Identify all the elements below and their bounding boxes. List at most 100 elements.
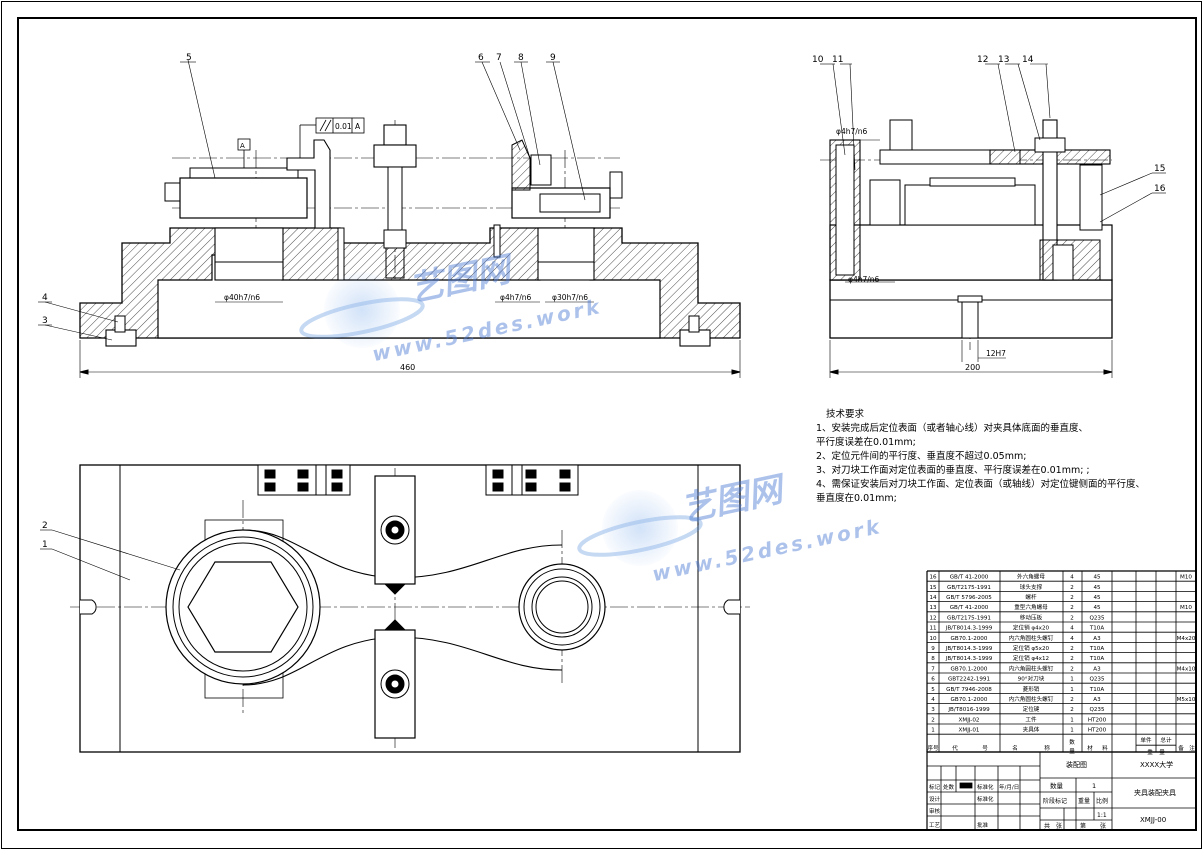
bom-header-mat-a: 材: [1087, 744, 1093, 752]
tech-line-5: 4、需保证安装后对刀块工作面、定位表面（或轴线）对定位键侧面的平行度、: [816, 479, 1146, 490]
callout-3: 3: [42, 316, 48, 326]
callout-15: 15: [1154, 164, 1165, 174]
bom-row-name: 内六角圆柱头螺钉: [1009, 664, 1054, 672]
bom-row-name: 重型六角螺母: [1014, 603, 1048, 611]
bom-row-material: 45: [1093, 595, 1101, 601]
bom-row-material: Q235: [1089, 707, 1105, 713]
overall-width-side: 200: [965, 363, 980, 372]
bom-row-name: 定位键: [1023, 705, 1040, 713]
bom-row-name: 定位销 φ4x12: [1013, 654, 1049, 662]
bom-row-qty: 1: [1070, 687, 1074, 693]
callout-9: 9: [550, 53, 556, 63]
bom-row-no: 11: [929, 626, 937, 632]
bom-row-note: M4x10: [1177, 666, 1196, 672]
tech-line-4: 3、对刀块工作面对定位表面的垂直度、平行度误差在0.01mm; ;: [816, 465, 1090, 476]
stage-label: 阶段标记: [1043, 797, 1067, 805]
callout-1: 1: [42, 540, 48, 550]
bom-header-weight-b: 量: [1159, 749, 1165, 756]
tb-review: 审核: [929, 807, 941, 815]
bom-header-remark-a: 备: [1178, 744, 1184, 752]
bom-row-name: 球头支撑: [1020, 583, 1043, 591]
bom-header-code-a: 代: [952, 744, 958, 752]
school-name: XXXX大学: [1140, 760, 1173, 769]
bom-row-material: T10A: [1089, 626, 1105, 632]
bom-row-code: JB/T8014.3-1999: [945, 656, 993, 662]
bom-row-name: 90°对刀块: [1018, 675, 1045, 683]
bom-row-code: GB/T 41-2000: [950, 575, 989, 581]
tb-date: 年/月/日: [999, 783, 1019, 791]
bom-row-note: M4x20: [1177, 636, 1196, 642]
bom-row-name: 内六角圆柱头螺钉: [1009, 695, 1054, 703]
bom-row-no: 3: [931, 707, 935, 713]
tb-mark: 标记: [929, 783, 941, 791]
bom-row-qty: 1: [1070, 728, 1074, 734]
drawing-number: XMJJ-00: [1140, 816, 1166, 824]
bom-row-qty: 4: [1070, 575, 1074, 581]
callout-16: 16: [1154, 184, 1166, 194]
bom-row-no: 15: [929, 585, 937, 591]
bom-row-code: JB/T8014.3-1999: [945, 646, 993, 652]
tech-line-3: 2、定位元件间的平行度、垂直度不超过0.05mm;: [816, 451, 1027, 462]
callout-12: 12: [977, 55, 988, 65]
bom-header-single: 单件: [1140, 736, 1152, 744]
bom-row-qty: 1: [1070, 717, 1074, 723]
callout-8: 8: [518, 53, 524, 63]
bom-header-name-b: 称: [1044, 744, 1050, 752]
bom-header-name-a: 名: [1012, 744, 1018, 752]
weight-label: 重量: [1078, 797, 1090, 805]
bom-row-name: 定位销 φ5x20: [1013, 644, 1050, 652]
bom-row-qty: 2: [1070, 646, 1074, 652]
tb-process: 工艺: [929, 822, 941, 829]
bom-row-qty: 2: [1070, 656, 1074, 662]
bom-row-name: 定位销 φ4x20: [1013, 624, 1050, 632]
bom-row-qty: 2: [1070, 707, 1074, 713]
bom-row-no: 14: [929, 595, 937, 601]
bom-row-material: A3: [1093, 666, 1101, 672]
bom-row-material: T10A: [1089, 646, 1105, 652]
watermark-logo-graphic: [299, 272, 703, 566]
bom-row-code: GB/T2175-1991: [947, 585, 991, 591]
tb-approve: 批准: [977, 821, 989, 829]
drawing-type: 装配图: [1066, 760, 1087, 769]
bom-row-code: JB/T8016-1999: [947, 707, 990, 713]
scale-value: 1:1: [1097, 812, 1107, 819]
bom-header-total: 总计: [1160, 736, 1172, 744]
bom-row-material: Q235: [1089, 677, 1105, 683]
bom-header-qty-a: 数: [1069, 738, 1075, 746]
bom-row-code: XMJJ-01: [959, 728, 980, 734]
callout-13: 13: [998, 55, 1009, 65]
bom-row-name: 外六角螺母: [1017, 573, 1045, 581]
bom-row-material: A3: [1093, 697, 1101, 703]
bom-row-material: A3: [1093, 636, 1101, 642]
bom-header-mat-b: 料: [1102, 744, 1108, 752]
tech-line-2: 平行度误差在0.01mm;: [816, 437, 916, 448]
bom-row-qty: 2: [1070, 666, 1074, 672]
sheet-no: 第: [1080, 822, 1086, 830]
bom-row-no: 12: [929, 615, 936, 621]
bom-row-material: HT200: [1088, 728, 1107, 734]
bom-row-qty: 1: [1070, 677, 1074, 683]
tb-design: 设计: [929, 795, 941, 803]
bom-row-material: 45: [1093, 605, 1101, 611]
bom-row-material: Q235: [1089, 615, 1105, 621]
bom-row-material: T10A: [1089, 687, 1105, 693]
tech-line-1: 1、安装完成后定位表面（或者轴心线）对夹具体底面的垂直度、: [816, 423, 1089, 434]
fit-dim-40: φ40h7/n6: [224, 293, 260, 302]
fit-dim-4-side-bottom: φ4h7/n6: [848, 275, 880, 284]
tb-std: 标准化: [977, 783, 994, 791]
bom-row-note: M10: [1180, 605, 1192, 611]
fit-dim-4-side-top: φ4h7/n6: [836, 127, 868, 136]
bom-row-qty: 4: [1070, 626, 1074, 632]
bom-row-note: M5x10: [1177, 697, 1196, 703]
bom-row-no: 1: [931, 728, 935, 734]
bom-header-remark-b: 注: [1189, 744, 1195, 752]
technical-requirements: 技术要求 1、安装完成后定位表面（或者轴心线）对夹具体底面的垂直度、 平行度误差…: [816, 408, 1196, 506]
tolerance-datum: A: [355, 122, 361, 131]
title-block: [926, 751, 1197, 831]
sheet-total: 共: [1044, 822, 1050, 830]
callout-7: 7: [496, 53, 502, 63]
bom-row-no: 16: [929, 575, 937, 581]
bom-row-name: 工件: [1025, 715, 1037, 723]
